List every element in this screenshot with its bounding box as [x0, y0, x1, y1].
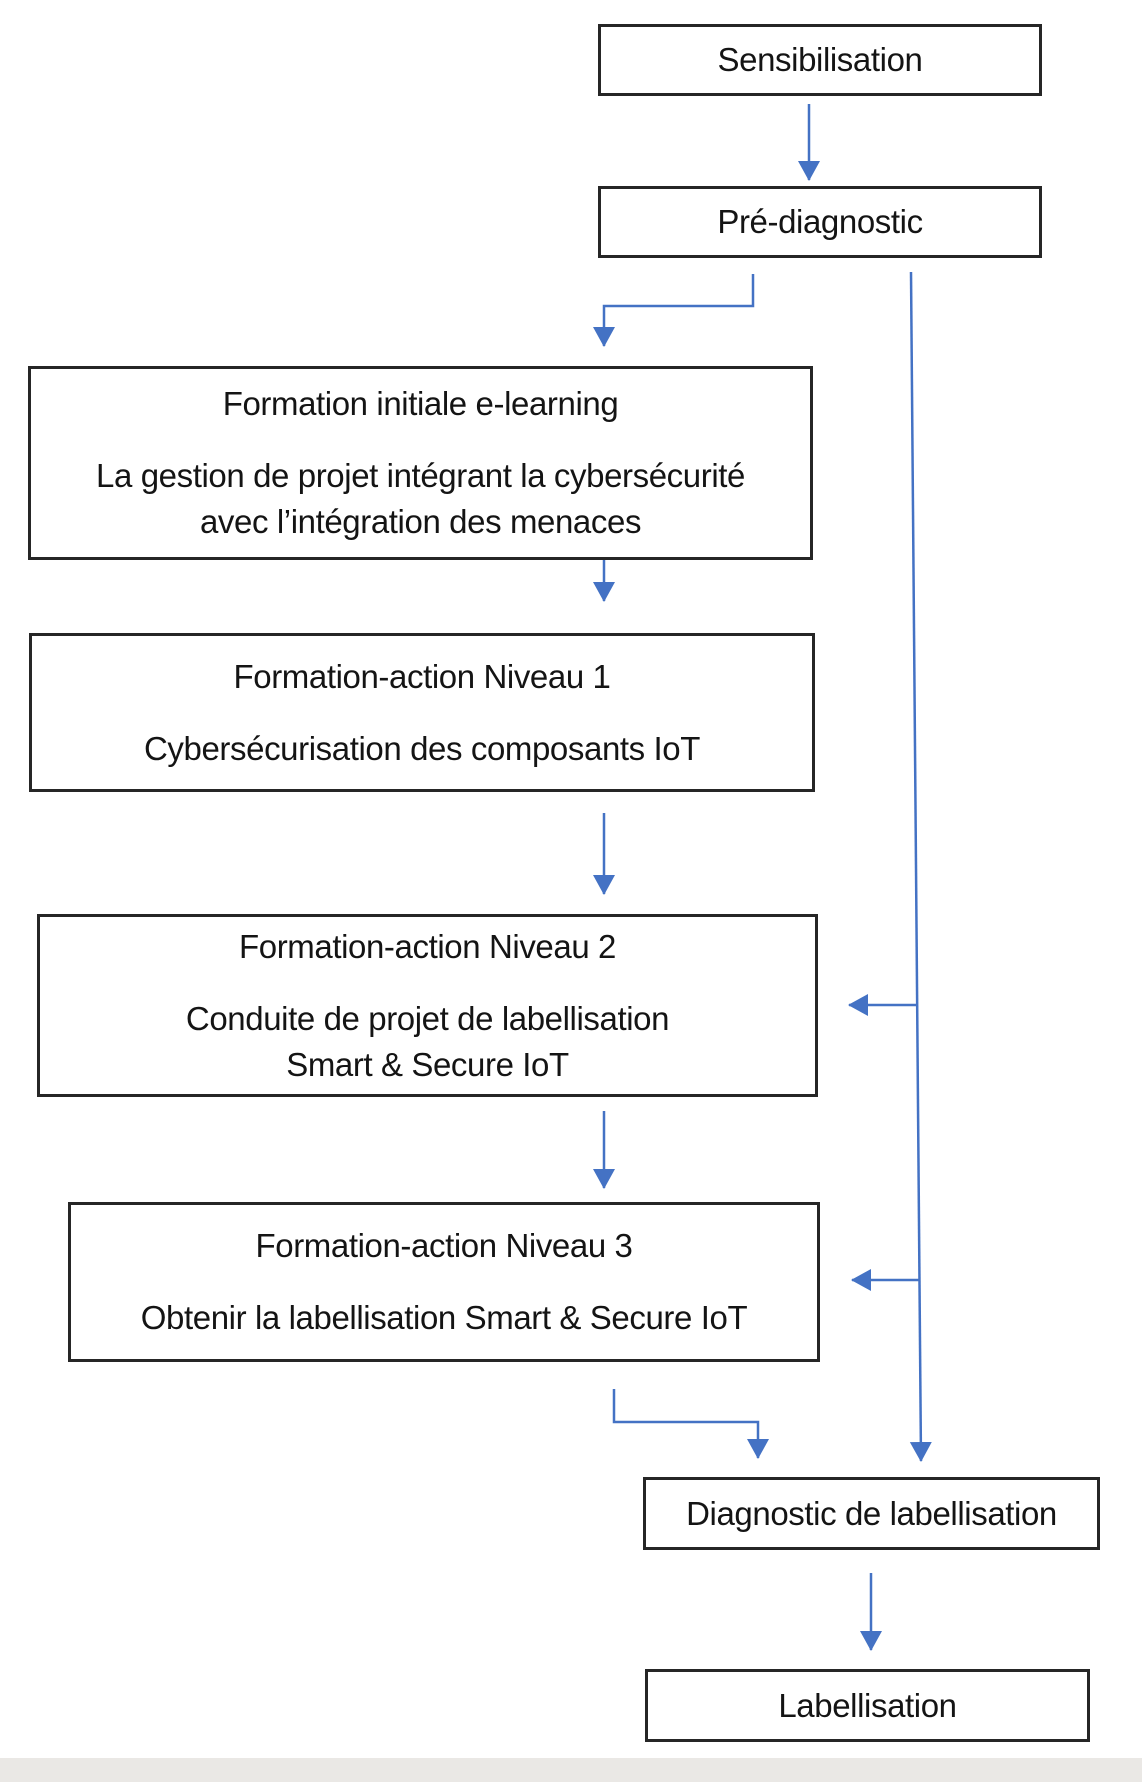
node-formation-action-niveau-2: Formation-action Niveau 2 Conduite de pro… — [37, 914, 818, 1097]
node-text-line: Formation initiale e-learning — [222, 385, 619, 422]
node-text-line: avec l’intégration des menaces — [199, 503, 642, 540]
node-text-line: Labellisation — [778, 1686, 957, 1724]
node-text-line: Pré-diagnostic — [717, 203, 923, 240]
node-formation-action-niveau-3: Formation-action Niveau 3 Obtenir la labe… — [68, 1202, 820, 1362]
arrow-pre-diagnostic-to-formation-initiale-elearning — [593, 274, 755, 347]
page-edge-strip — [0, 1758, 1142, 1782]
node-text-line: Formation-action Niveau 2 — [238, 927, 616, 965]
node-sensibilisation: Sensibilisation — [598, 24, 1042, 96]
node-labellisation: Labellisation — [645, 1669, 1090, 1742]
node-text-line: La gestion de projet intégrant la cybers… — [96, 457, 745, 494]
node-formation-initiale: Formation initiale e-learning La gestion … — [28, 366, 813, 560]
node-text-line: Sensibilisation — [717, 41, 923, 78]
node-text-line: Obtenir la labellisation Smart & Secure … — [140, 1299, 748, 1336]
node-diagnostic-de-labellisation: Diagnostic de labellisation — [643, 1477, 1100, 1550]
node-text-line: Diagnostic de labellisation — [686, 1494, 1057, 1532]
arrow-formation-action-niveau-3-to-diagnostic-de-labellisation — [612, 1389, 769, 1459]
node-formation-action-niveau-1: Formation-action Niveau 1 Cybersécurisati… — [29, 633, 815, 792]
node-text-line: Conduite de projet de labellisation — [185, 999, 670, 1037]
node-text-line: Cybersécurisation des composants IoT — [143, 729, 701, 767]
arrow-pre-diagnostic-to-diagnostic-de-labellisation — [909, 271, 932, 1462]
node-text-line: Smart & Secure IoT — [286, 1045, 569, 1083]
node-pre-diagnostic: Pré-diagnostic — [598, 186, 1042, 258]
node-text-line: Formation-action Niveau 3 — [255, 1227, 633, 1264]
node-text-line: Formation-action Niveau 1 — [233, 657, 611, 695]
